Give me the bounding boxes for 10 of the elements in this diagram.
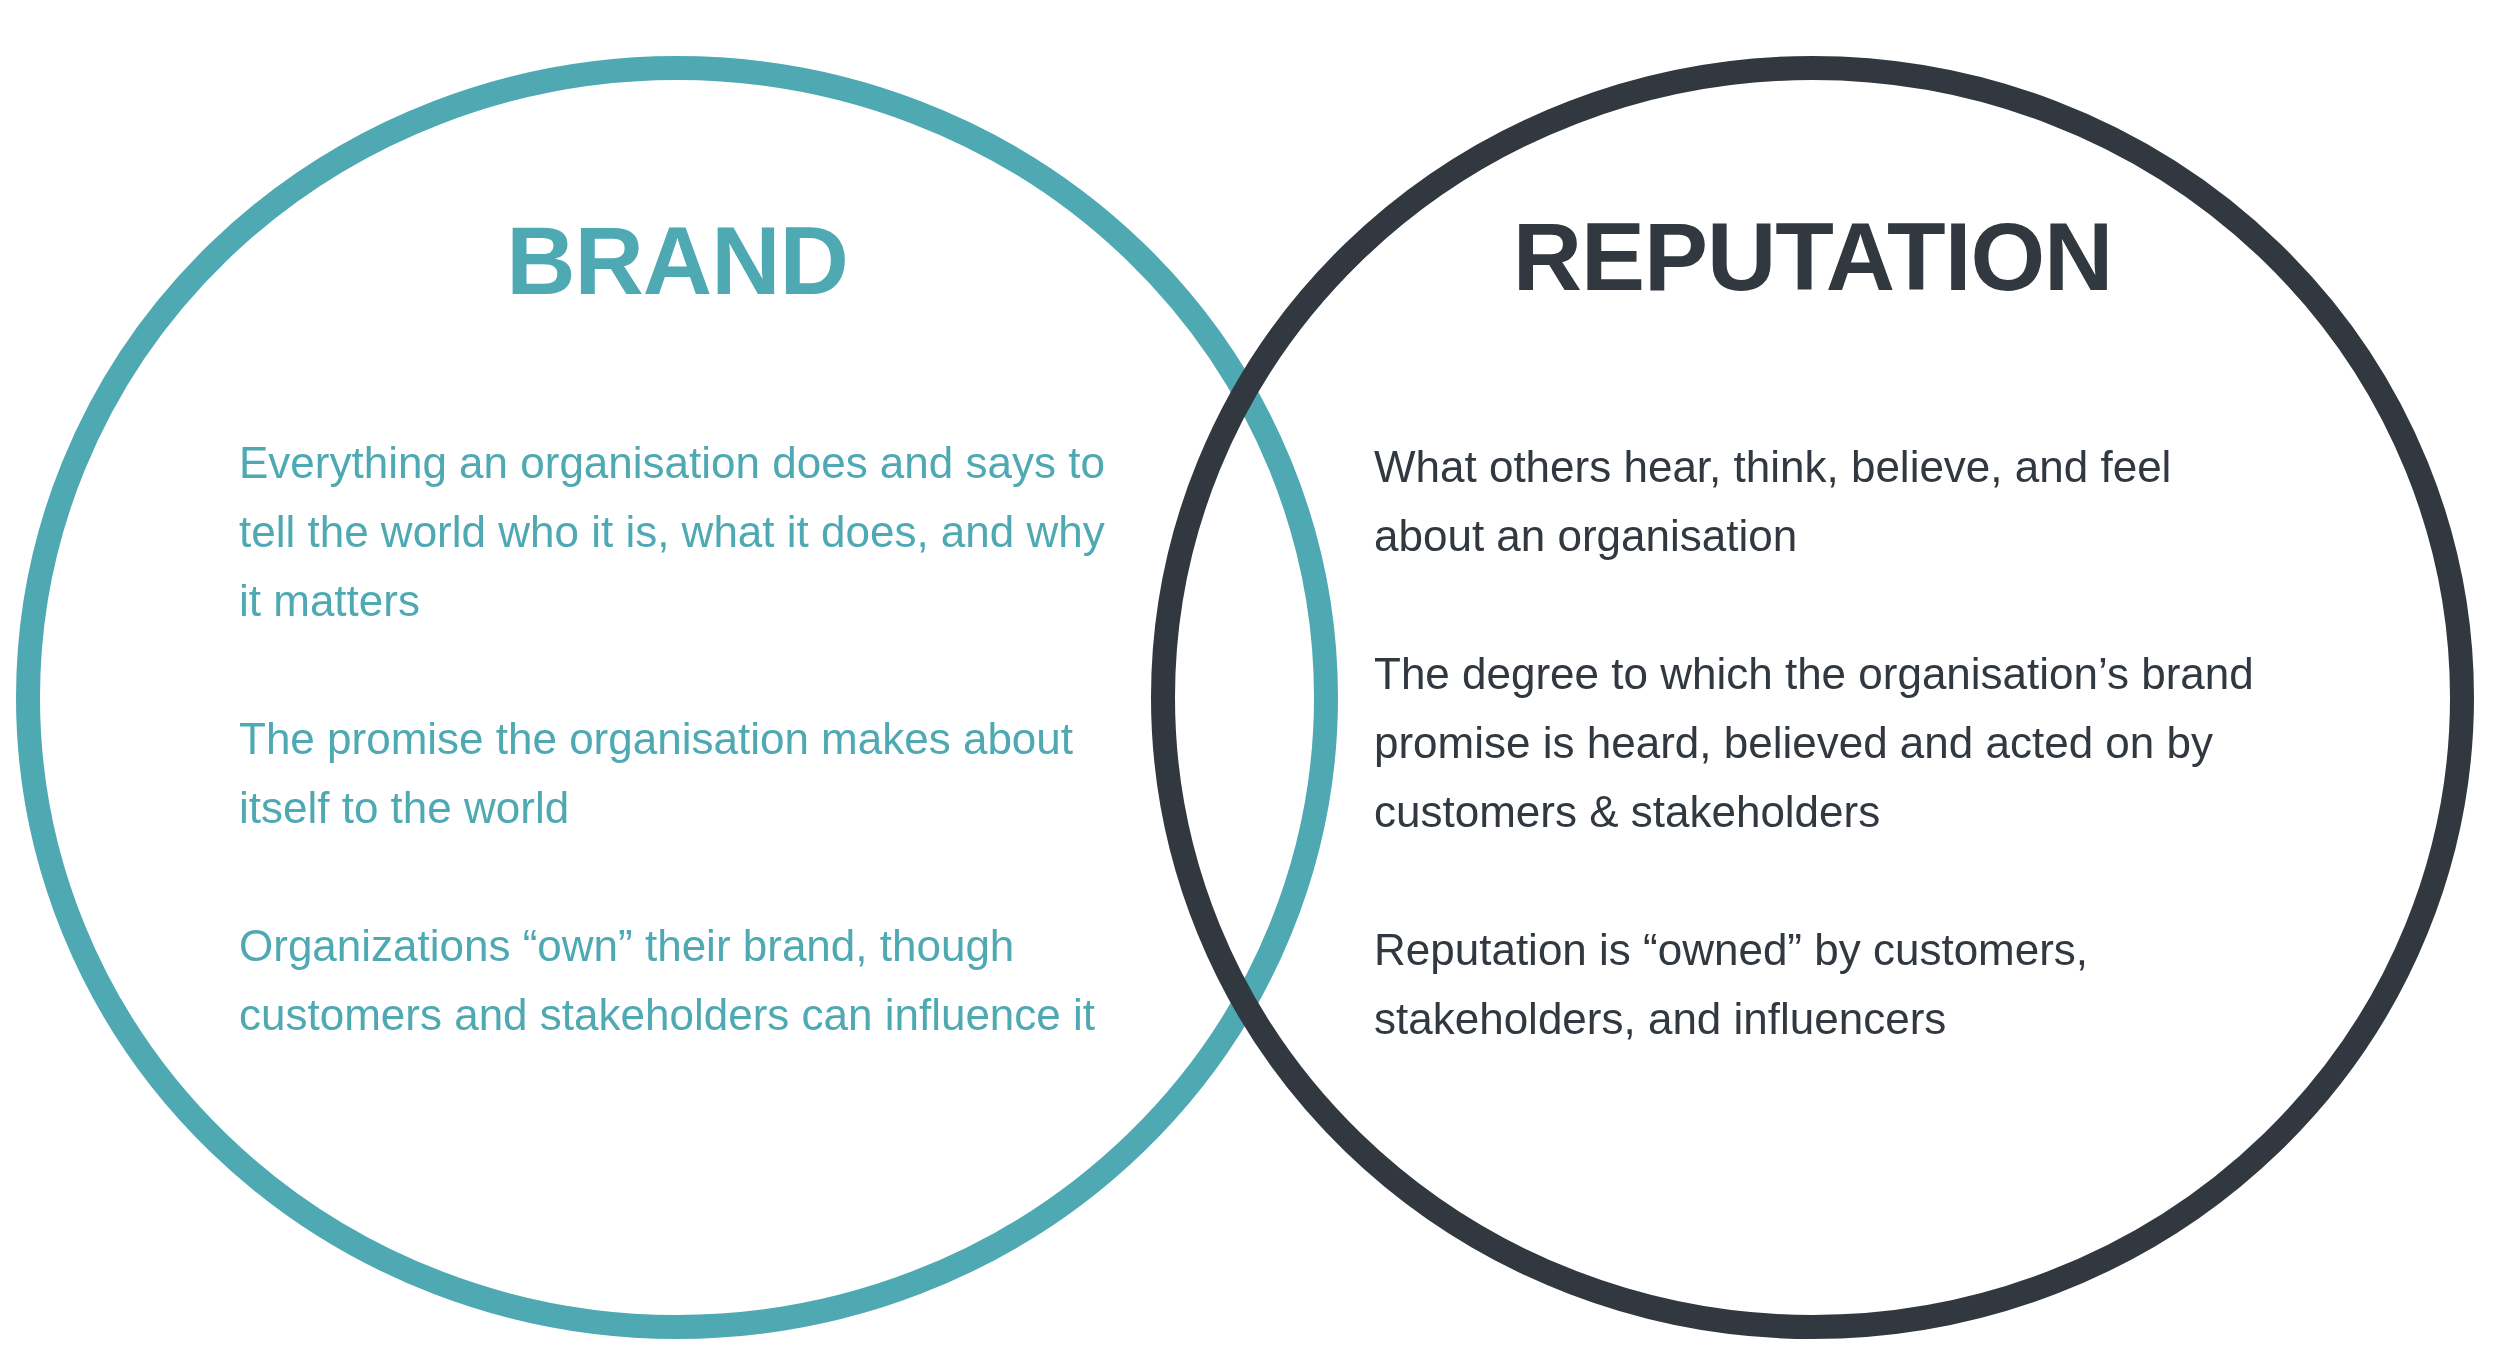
- circle-heading: BRAND: [506, 206, 848, 316]
- description-text: The promise the organisation makes about itself to the world: [239, 713, 1075, 834]
- venn-circle: [1151, 56, 2474, 1339]
- description-text: The degree to which the organisation’s brand promise is heard, believed and acted on by customers & stakeholders: [1374, 648, 2255, 838]
- description-text: Reputation is “owned” by customers, stakeholders, and influencers: [1374, 924, 2090, 1045]
- description-text: Organizations “own” their brand, though customers and stakeholders can influence it: [239, 920, 1097, 1041]
- circle-heading: REPUTATION: [1512, 202, 2113, 312]
- venn-circle: [16, 56, 1338, 1339]
- description-text: Everything an organisation does and says to tell the world who it is, what it does, and why it matters: [239, 437, 1106, 627]
- description-text: What others hear, think, believe, and feel about an organisation: [1374, 441, 2173, 562]
